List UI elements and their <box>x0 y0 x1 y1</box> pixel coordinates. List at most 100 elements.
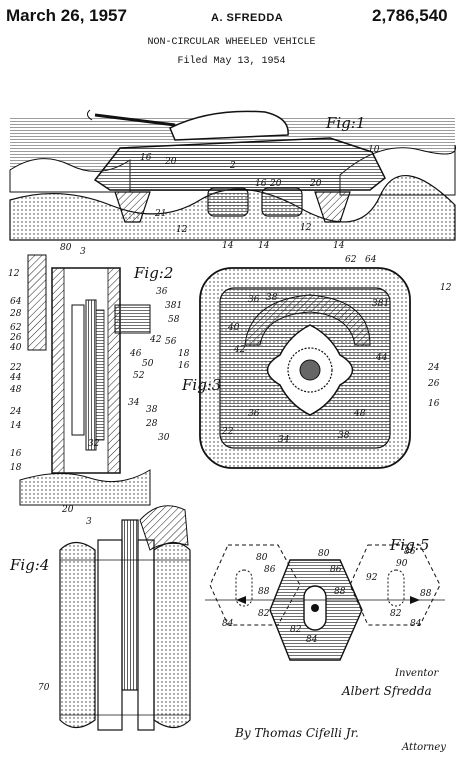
figure-3: Fig:3 62 64 12 36 38 381 40 44 42 24 26 … <box>181 255 452 469</box>
ref-numeral: 2 <box>229 161 236 171</box>
ref-numeral: 64 <box>10 297 22 307</box>
fig2-label: Fig:2 <box>133 264 173 282</box>
ref-numeral: 86 <box>330 565 342 575</box>
tank-barrel <box>94 113 176 127</box>
fig3-label: Fig:3 <box>181 376 221 394</box>
ref-numeral: 36 <box>248 409 260 419</box>
left-wheel <box>59 541 96 729</box>
ref-numeral: 14 <box>333 241 345 251</box>
tank-hull <box>93 137 386 191</box>
attorney-signature: By Thomas Cifelli Jr. <box>235 726 359 740</box>
ref-numeral: 20 <box>164 157 177 167</box>
ref-numeral: 58 <box>168 315 180 325</box>
ref-numeral: 22 <box>221 427 234 437</box>
ref-numeral: 92 <box>366 573 378 583</box>
ref-numeral: 14 <box>258 241 270 251</box>
ref-numeral: 42 <box>149 335 162 345</box>
tank-wheel <box>314 191 351 223</box>
arc-guide <box>244 294 371 346</box>
ref-numeral: 22 <box>9 363 22 373</box>
axle-hub <box>299 359 321 381</box>
ref-numeral: 34 <box>128 398 140 408</box>
fig1-label: Fig:1 <box>325 114 365 132</box>
figure-1: Fig:1 10 16 20 2 16 20 20 21 12 14 14 12… <box>9 109 457 251</box>
ref-numeral: 62 <box>345 255 357 265</box>
tank-wheel <box>207 187 249 217</box>
ref-numeral: 44 <box>375 353 388 363</box>
ref-numeral: 12 <box>8 269 20 279</box>
ref-numeral: 80 <box>60 243 72 253</box>
figure-2: Fig:2 80 3 12 36 381 58 64 28 62 40 26 2… <box>8 243 190 527</box>
ref-numeral: 52 <box>133 371 145 381</box>
ref-numeral: 16 <box>428 399 440 409</box>
ref-numeral: 20 <box>269 179 282 189</box>
ref-numeral: 38 <box>146 405 158 415</box>
gear-stack <box>85 299 97 451</box>
ref-numeral: 36 <box>156 287 168 297</box>
ref-numeral: 381 <box>372 299 389 309</box>
ref-numeral: 30 <box>158 433 170 443</box>
tank-wheel <box>114 191 151 223</box>
ref-numeral: 90 <box>396 559 408 569</box>
attorney-label: Attorney <box>402 742 446 753</box>
ref-numeral: 62 <box>10 323 22 333</box>
ref-numeral: 46 <box>129 349 142 359</box>
ref-numeral: 12 <box>176 225 188 235</box>
ref-numeral: 38 <box>266 293 278 303</box>
ref-numeral: 381 <box>165 301 182 311</box>
ref-numeral: 82 <box>290 625 302 635</box>
ref-numeral: 50 <box>142 359 154 369</box>
ref-numeral: 16 <box>255 179 267 189</box>
ref-numeral: 88 <box>334 587 346 597</box>
ref-numeral: 20 <box>309 179 322 189</box>
ref-numeral: 88 <box>258 587 270 597</box>
ref-numeral: 10 <box>368 145 380 155</box>
ref-numeral: 44 <box>9 373 22 383</box>
figure-4: Fig:4 70 <box>9 505 191 731</box>
ref-numeral: 82 <box>258 609 270 619</box>
ref-numeral: 26 <box>427 379 440 389</box>
ref-numeral: 14 <box>222 241 234 251</box>
ref-numeral: 84 <box>222 619 234 629</box>
inventor-name-header: A. SFREDDA <box>211 12 284 24</box>
ref-numeral: 3 <box>80 247 86 257</box>
ref-numeral: 21 <box>154 209 166 219</box>
patent-date: March 26, 1957 <box>6 6 127 25</box>
ref-numeral: 14 <box>10 421 22 431</box>
ref-numeral: 12 <box>300 223 312 233</box>
tank-turret <box>169 110 289 141</box>
ref-numeral: 28 <box>9 309 22 319</box>
fig5-label: Fig:5 <box>389 536 429 554</box>
ref-numeral: 16 <box>10 449 22 459</box>
filed-date: Filed May 13, 1954 <box>177 56 286 67</box>
motor-housing <box>114 304 151 334</box>
ref-numeral: 42 <box>233 345 246 355</box>
ref-numeral: 82 <box>390 609 402 619</box>
ref-numeral: 34 <box>278 435 290 445</box>
fig4-label: Fig:4 <box>9 556 49 574</box>
ref-numeral: 84 <box>410 619 422 629</box>
ref-numeral: 20 <box>61 505 74 515</box>
ref-numeral: 86 <box>404 547 416 557</box>
ref-numeral: 16 <box>140 153 152 163</box>
ref-numeral: 56 <box>165 337 177 347</box>
ref-numeral: 26 <box>9 333 22 343</box>
ref-numeral: 86 <box>264 565 276 575</box>
gear-column <box>121 519 139 691</box>
ref-numeral: 3 <box>86 517 92 527</box>
patent-title: NON-CIRCULAR WHEELED VEHICLE <box>147 37 316 48</box>
ref-numeral: 48 <box>9 385 22 395</box>
ref-numeral: 32 <box>88 439 100 449</box>
ref-numeral: 80 <box>256 553 268 563</box>
ref-numeral: 48 <box>353 409 366 419</box>
ref-numeral: 88 <box>420 589 432 599</box>
ref-numeral: 84 <box>306 635 318 645</box>
patent-number: 2,786,540 <box>372 6 448 25</box>
ref-numeral: 28 <box>145 419 158 429</box>
ref-numeral: 36 <box>248 295 260 305</box>
ref-numeral: 80 <box>318 549 330 559</box>
ref-numeral: 64 <box>365 255 377 265</box>
ref-numeral: 24 <box>427 363 440 373</box>
ref-numeral: 12 <box>440 283 452 293</box>
